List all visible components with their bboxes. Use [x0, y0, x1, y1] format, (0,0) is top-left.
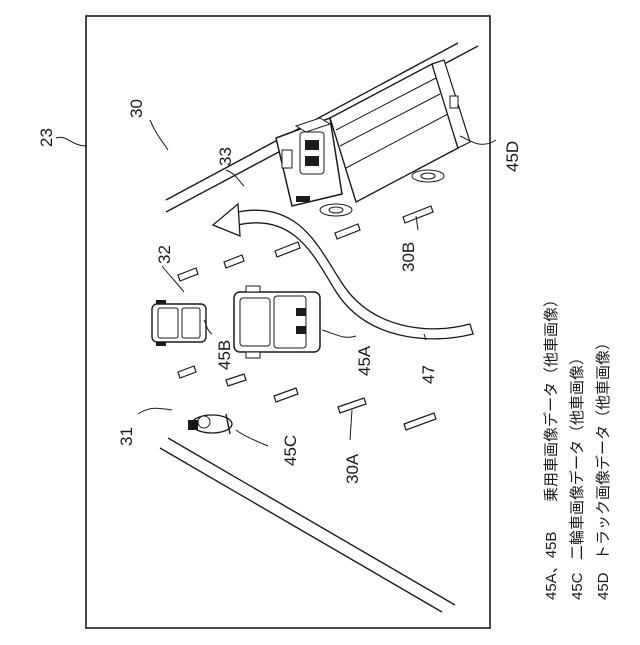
road-edge-lower-outer: [160, 448, 442, 612]
label-30: 30: [127, 99, 146, 118]
road-edge-lower-inner: [168, 438, 455, 605]
car-45a: [234, 286, 320, 358]
legend-row-1: 45A、45B 乗用車画像データ（他車画像）: [542, 292, 560, 600]
leader-23: [56, 137, 86, 146]
label-33: 33: [216, 147, 235, 166]
legend-text-3: トラック画像データ（他車画像）: [594, 335, 612, 560]
legend-text-2: 二輪車画像データ（他車画像）: [568, 350, 586, 560]
leader-31: [138, 408, 172, 414]
label-45d: 45D: [503, 141, 522, 172]
leader-30: [150, 120, 168, 150]
motorcycle-45c: [188, 414, 232, 434]
truck-45d: [276, 60, 470, 216]
leader-30a: [350, 410, 352, 440]
label-45b: 45B: [215, 340, 234, 370]
label-30b: 30B: [399, 242, 418, 272]
legend-code-1: 45A、45B: [543, 532, 560, 600]
label-31: 31: [117, 427, 136, 446]
legend-row-2: 45C 二輪車画像データ（他車画像）: [568, 350, 586, 600]
label-23: 23: [37, 128, 56, 147]
car-45b: [152, 300, 206, 346]
legend-code-2: 45C: [569, 572, 586, 600]
leader-45c: [236, 430, 268, 446]
label-45c: 45C: [281, 435, 300, 466]
legend-text-1: 乗用車画像データ（他車画像）: [542, 292, 560, 502]
leader-45a: [322, 330, 356, 337]
label-30a: 30A: [343, 453, 362, 484]
label-45a: 45A: [355, 345, 374, 376]
legend-code-3: 45D: [595, 572, 612, 600]
label-47: 47: [419, 365, 438, 384]
legend-row-3: 45D トラック画像データ（他車画像）: [594, 335, 612, 600]
label-32: 32: [155, 245, 174, 264]
legend: 45A、45B 乗用車画像データ（他車画像） 45C 二輪車画像データ（他車画像…: [542, 292, 612, 600]
